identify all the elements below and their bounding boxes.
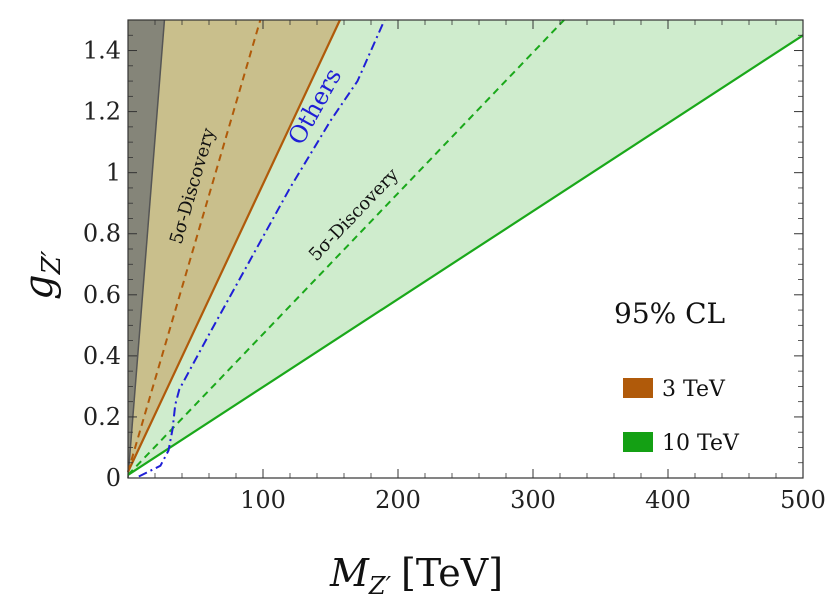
y-tick-label: 0.4 bbox=[83, 342, 121, 370]
y-tick-label: 0.2 bbox=[83, 403, 121, 431]
series-line-others-dashdot bbox=[138, 19, 386, 478]
legend-label-10tev: 10 TeV bbox=[662, 431, 740, 456]
legend-swatch-3tev bbox=[623, 378, 653, 398]
x-tick-label: 100 bbox=[240, 486, 286, 514]
x-tick-label: 400 bbox=[645, 486, 691, 514]
x-tick-label: 200 bbox=[375, 486, 421, 514]
series-line-3-tev-solid bbox=[127, 19, 341, 473]
excluded-boundary-line bbox=[127, 19, 166, 479]
legend-label-3tev: 3 TeV bbox=[662, 377, 726, 402]
confidence-level-label: 95% CL bbox=[614, 297, 725, 330]
legend: 3 TeV 10 TeV bbox=[623, 377, 740, 456]
y-tick-label: 0.6 bbox=[83, 281, 121, 309]
x-tick-label: 500 bbox=[780, 486, 826, 514]
x-tick-label: 300 bbox=[510, 486, 556, 514]
y-tick-label: 0 bbox=[106, 464, 121, 492]
legend-swatch-10tev bbox=[623, 432, 653, 452]
series-line-10-tev-dashed bbox=[127, 19, 565, 476]
y-tick-label: 1.2 bbox=[83, 98, 121, 126]
y-tick-label: 1.4 bbox=[83, 37, 121, 65]
y-axis-title: gZ′ bbox=[16, 250, 67, 300]
x-axis-title: MZ′[TeV] bbox=[329, 551, 503, 600]
region-10tev bbox=[128, 20, 803, 475]
series-layer bbox=[127, 19, 804, 478]
y-tick-label: 0.8 bbox=[83, 220, 121, 248]
series-line-10-tev-solid bbox=[127, 34, 804, 476]
y-tick-label: 1 bbox=[106, 159, 121, 187]
tick-layer: 100 200 300 400 500 0 0.2 0.4 0.6 0.8 1 1.2 1.4 bbox=[83, 20, 826, 514]
series-line-3-tev-dashed bbox=[127, 19, 262, 473]
